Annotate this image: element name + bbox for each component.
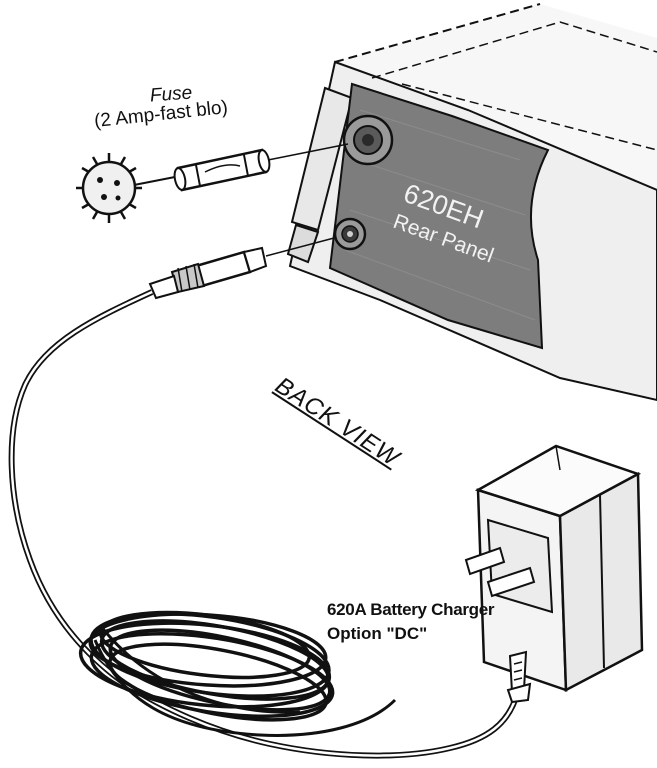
cable-coil	[78, 610, 335, 722]
dc-plug	[148, 246, 268, 300]
fuse-holder	[342, 114, 394, 166]
charger-option-label: Option "DC"	[327, 624, 428, 643]
charger-prong	[486, 566, 536, 598]
charger-cable	[8, 289, 521, 759]
fuse-cap	[76, 153, 181, 223]
plug-leader-line	[265, 237, 335, 257]
dc-input-jack	[333, 217, 367, 251]
fuse-cartridge	[173, 148, 271, 192]
fuse-leader-line	[267, 143, 349, 161]
charger-name-label: 620A Battery Charger	[327, 600, 495, 619]
instrument-unit	[286, 3, 657, 402]
charger-prong	[464, 546, 506, 576]
wall-charger	[464, 444, 644, 704]
